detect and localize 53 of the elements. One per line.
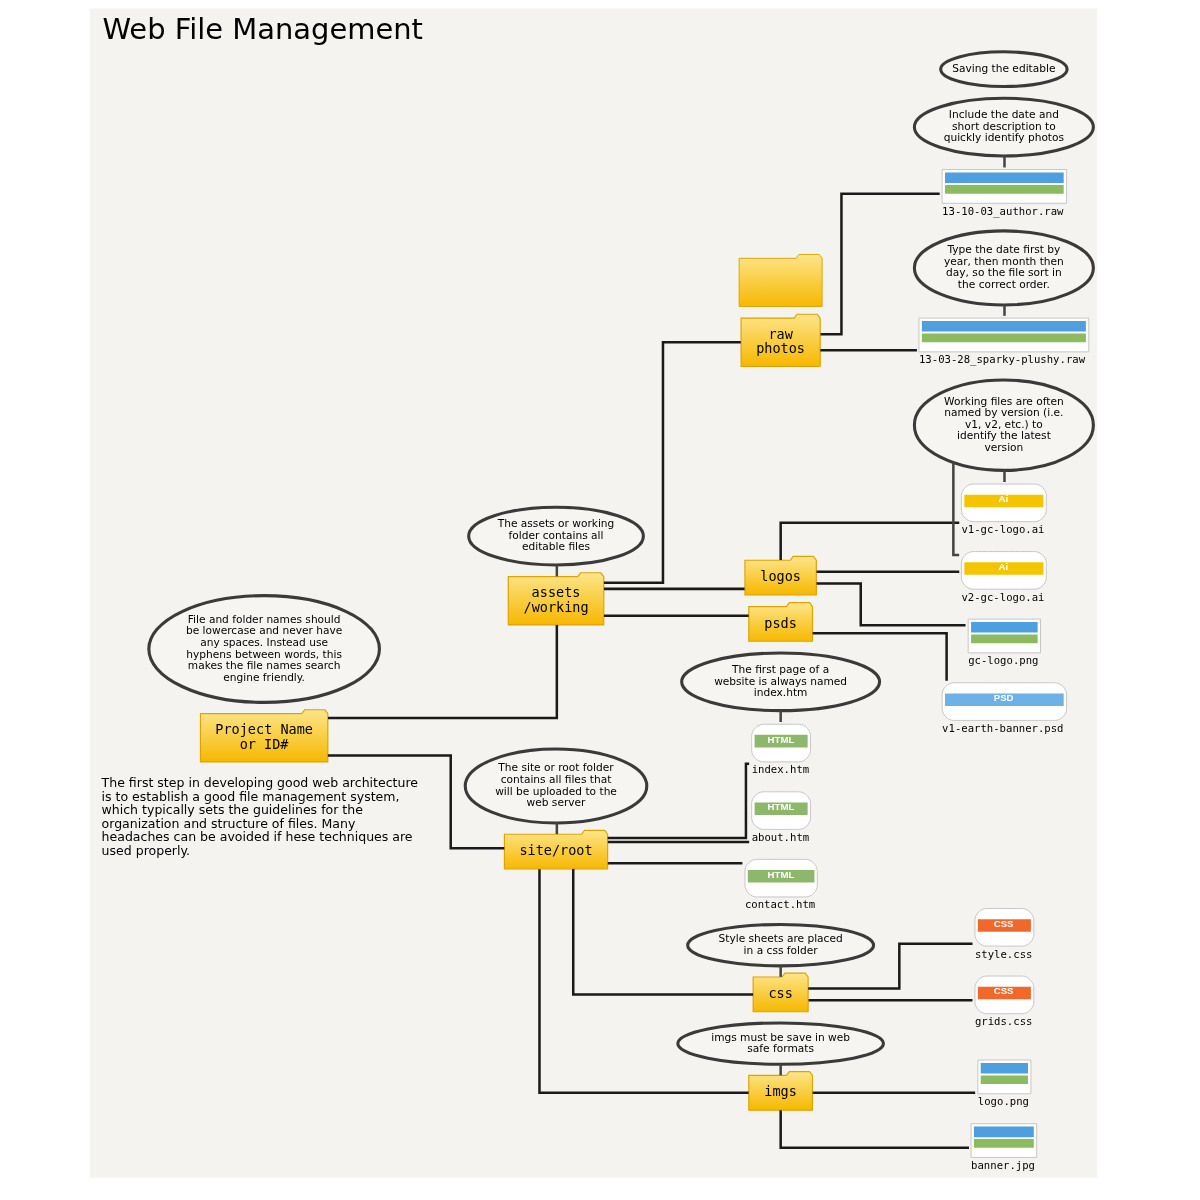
connector [816, 570, 959, 574]
node-label: contact.htm [744, 898, 815, 912]
connector [603, 340, 741, 584]
node-label: v1-earth-banner.psd [941, 721, 1064, 735]
node-ellipse: imgs must be save in web safe formats [675, 1021, 885, 1066]
connector [1002, 305, 1006, 316]
connector [778, 710, 782, 722]
connector [607, 840, 749, 844]
node-ellipse: Include the date and short description to quickly identify photos [912, 96, 1095, 158]
connector [812, 1091, 975, 1095]
node-label: about.htm [751, 830, 809, 844]
diagram-title: Web File Management [101, 12, 423, 47]
connector [571, 869, 753, 996]
node-label: 13-10-03_author.raw [941, 204, 1064, 218]
node-label: 13-03-28_sparky-plushy.raw [918, 353, 1085, 367]
node-ellipse: Saving the editable [938, 50, 1069, 89]
connector [607, 861, 742, 865]
connector [807, 998, 972, 1002]
node-ellipse: File and folder names should be lowercase and never have any spaces. Instead use hyphens between words, this makes the file names search engine friendly. [146, 594, 381, 704]
connector [778, 521, 959, 560]
connector [537, 869, 749, 1095]
connector [327, 625, 558, 720]
connector [819, 349, 917, 352]
node-label: logo.png [977, 1095, 1029, 1109]
node-label: v1-gc-logo.ai [960, 523, 1044, 537]
connector [778, 965, 782, 977]
node-ellipse: The first page of a website is always named index.htm [679, 651, 881, 713]
connector [778, 1064, 782, 1076]
node-folder [738, 253, 823, 307]
connector [603, 587, 745, 591]
connector [951, 462, 959, 557]
connector [607, 762, 749, 840]
node-label: grids.css [974, 1015, 1032, 1029]
node-ellipse: The assets or working folder contains all editable files [466, 505, 645, 567]
node-label: index.htm [751, 763, 809, 777]
connector [603, 614, 749, 617]
connector [1002, 156, 1006, 168]
connector [778, 1110, 969, 1150]
connector [812, 632, 948, 681]
node-label: gc-logo.png [967, 654, 1038, 668]
node-label: style.css [974, 947, 1032, 961]
node-ellipse: Style sheets are placed in a css folder [685, 922, 875, 968]
label: The first step in developing good web architecture is to establish a good file management system, which typically sets the guidelines for the organization and structure of files. Many headaches can be avoided if hese techniques are used properly. [101, 775, 418, 858]
node-ellipse: Working files are often named by version (i.e. v1, v2, etc.) to identify the latest version [912, 378, 1095, 472]
node-ellipse: Type the date first by year, then month then day, so the file sort in the correct order. [912, 229, 1095, 307]
node-label: v2-gc-logo.ai [960, 590, 1044, 604]
connector [807, 942, 972, 990]
node-ellipse: The site or root folder contains all files that will be uploaded to the web server [463, 747, 648, 825]
connector [815, 582, 965, 627]
connector [1002, 470, 1006, 482]
node-label: banner.jpg [970, 1158, 1035, 1172]
connector [820, 192, 940, 336]
connector [327, 754, 504, 850]
